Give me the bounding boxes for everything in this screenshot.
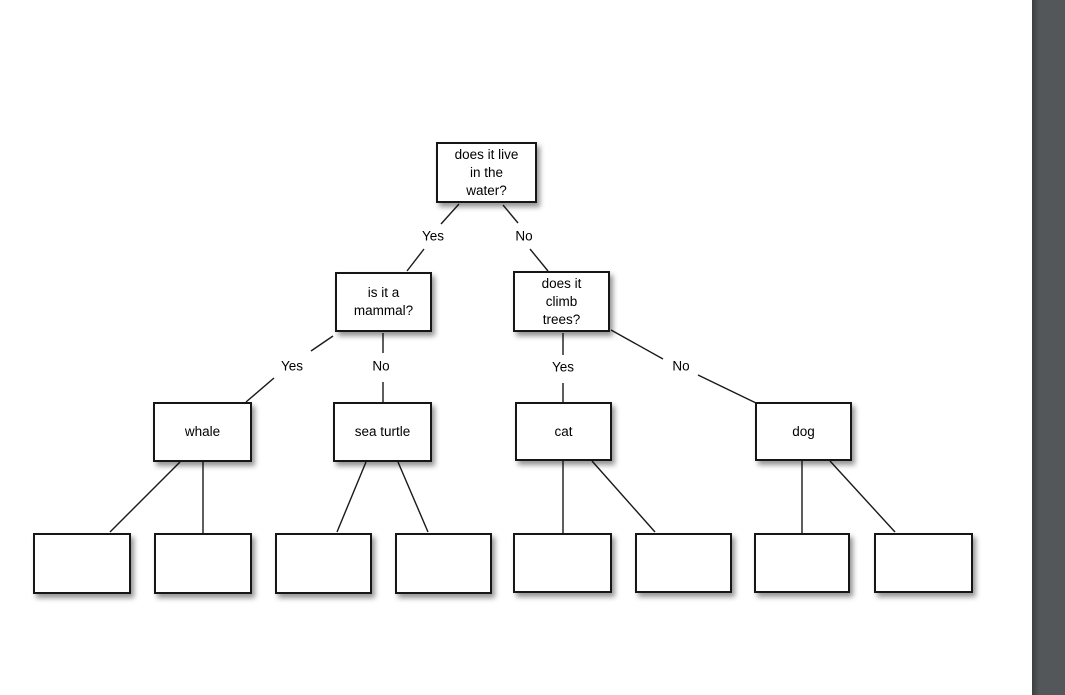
edge-line-root-mammal: [406, 248, 425, 272]
node-label: is it a mammal?: [353, 285, 414, 318]
node-label: sea turtle: [354, 424, 411, 439]
decision-node-climbs-trees[interactable]: does it climb trees?: [513, 271, 610, 332]
node-label: whale: [184, 424, 221, 439]
edge-label-root-yes: Yes: [419, 228, 447, 244]
edge-line-root-climb: [502, 204, 519, 224]
empty-node-2[interactable]: [154, 533, 252, 594]
leaf-node-sea-turtle[interactable]: sea turtle: [333, 402, 432, 462]
edge-line-mammal-whale: [245, 377, 275, 403]
leaf-node-whale[interactable]: whale: [153, 402, 252, 462]
window-edge-bar: [1032, 0, 1065, 695]
node-label: does it live in the water?: [454, 146, 519, 198]
edge-line-seaturtle-leaf3: [336, 461, 367, 533]
empty-node-4[interactable]: [395, 533, 492, 594]
edge-label-mammal-no: No: [370, 358, 392, 374]
decision-node-lives-in-water[interactable]: does it live in the water?: [436, 142, 537, 203]
edge-line-seaturtle-leaf4: [397, 461, 429, 533]
decision-node-is-it-a-mammal[interactable]: is it a mammal?: [335, 272, 432, 332]
edge-line-climb-dog: [610, 329, 664, 360]
edge-label-climb-yes: Yes: [549, 359, 577, 375]
edge-line-root-mammal: [440, 203, 460, 225]
empty-node-3[interactable]: [275, 533, 372, 594]
empty-node-1[interactable]: [33, 533, 131, 594]
edge-line-mammal-whale: [310, 335, 334, 352]
leaf-node-cat[interactable]: cat: [515, 402, 612, 461]
empty-node-6[interactable]: [635, 533, 732, 593]
edge-line-root-climb: [529, 248, 549, 272]
edge-line-climb-dog: [697, 374, 757, 404]
edge-label-root-no: No: [513, 228, 535, 244]
node-label: dog: [792, 423, 815, 439]
edge-line-whale-leaf1: [109, 461, 181, 533]
edge-line-dog-leaf8: [829, 460, 896, 533]
empty-node-7[interactable]: [754, 533, 850, 593]
edge-line-cat-leaf6: [591, 460, 656, 533]
edge-label-mammal-yes: Yes: [278, 358, 306, 374]
leaf-node-dog[interactable]: dog: [755, 402, 852, 461]
node-label: does it climb trees?: [541, 275, 582, 327]
empty-node-5[interactable]: [513, 533, 612, 593]
edge-label-climb-no: No: [670, 358, 692, 374]
node-label: cat: [554, 423, 573, 439]
empty-node-8[interactable]: [874, 533, 973, 593]
